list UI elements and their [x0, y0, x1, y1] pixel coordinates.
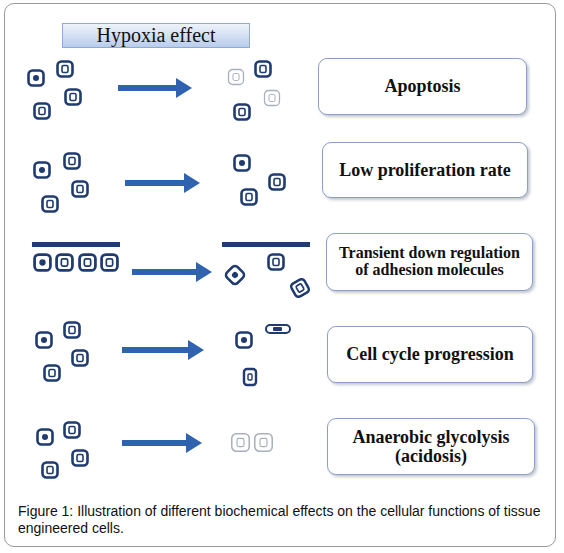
matrix-bar: [222, 242, 310, 247]
cell: [65, 154, 80, 169]
cells-row-1: [29, 62, 280, 120]
effect-box: Transient down regulation of adhesion mo…: [326, 233, 533, 291]
dead-cell: [229, 70, 244, 85]
cells-row-3: [32, 242, 310, 298]
detached-cell: [290, 278, 310, 298]
cell: [45, 366, 60, 381]
detached-cell: [224, 264, 245, 285]
cells-row-5: [38, 423, 273, 478]
cells-row-4: [37, 323, 291, 386]
arrow-head: [184, 173, 200, 193]
effect-text-group: Apoptosis: [384, 77, 460, 96]
arrow-shaft: [122, 347, 190, 353]
cell: [73, 182, 88, 197]
arrow-head: [176, 78, 192, 98]
dead-cell: [265, 91, 280, 106]
cell: [35, 255, 51, 271]
cell: [102, 255, 118, 271]
effect-text-group: Low proliferation rate: [339, 161, 511, 180]
cell: [73, 451, 88, 466]
arrow-shaft: [118, 85, 178, 91]
effect-box: Low proliferation rate: [322, 142, 528, 198]
title-box: Hypoxia effect: [62, 23, 250, 48]
figure-caption: Figure 1: Illustration of different bioc…: [18, 503, 550, 537]
effect-label: Transient down regulation of adhesion mo…: [333, 245, 526, 279]
title-text: Hypoxia effect: [96, 24, 215, 47]
cell: [269, 255, 284, 270]
cell: [237, 333, 252, 348]
cell: [73, 351, 88, 366]
matrix-bar: [32, 242, 120, 247]
cell: [242, 190, 257, 205]
effect-label: Anaerobic glycolysis (acidosis): [334, 428, 528, 466]
arrows: [118, 78, 212, 453]
effect-box: Anaerobic glycolysis (acidosis): [327, 418, 535, 475]
effect-label: Cell cycle progression: [346, 345, 513, 364]
cell: [65, 423, 80, 438]
cell: [270, 175, 285, 190]
cell: [35, 163, 50, 178]
effect-text-group: Cell cycle progression: [346, 345, 513, 364]
nucleus: [248, 374, 252, 380]
effect-box: Cell cycle progression: [327, 326, 533, 383]
arrow-head: [186, 433, 202, 453]
arrow-shaft: [125, 180, 186, 186]
cell: [43, 197, 58, 212]
cell: [37, 333, 52, 348]
arrow-shaft: [132, 269, 198, 275]
acidic-cell: [255, 434, 273, 452]
effect-label: Low proliferation rate: [339, 161, 511, 180]
acidic-cell: [232, 434, 250, 452]
cell: [235, 105, 250, 120]
cell: [57, 255, 73, 271]
cell: [43, 463, 58, 478]
cell: [235, 156, 250, 171]
cell: [38, 430, 53, 445]
cell: [29, 71, 44, 86]
dividing-cell: [266, 325, 290, 333]
effect-text-group: Transient down regulation of adhesion mo…: [333, 245, 526, 279]
dividing-nucleus: [273, 327, 282, 331]
effect-label: Apoptosis: [384, 77, 460, 96]
effect-box: Apoptosis: [318, 58, 527, 115]
cell: [58, 62, 73, 77]
arrow-head: [196, 262, 212, 282]
cell: [66, 90, 81, 105]
cell: [35, 104, 50, 119]
cell: [256, 62, 271, 77]
cell: [244, 369, 256, 385]
arrow-shaft: [122, 440, 188, 446]
effect-text-group: Anaerobic glycolysis (acidosis): [334, 428, 528, 466]
cell: [80, 255, 96, 271]
cell: [65, 323, 80, 338]
cells-row-2: [35, 154, 285, 212]
arrow-head: [188, 340, 204, 360]
